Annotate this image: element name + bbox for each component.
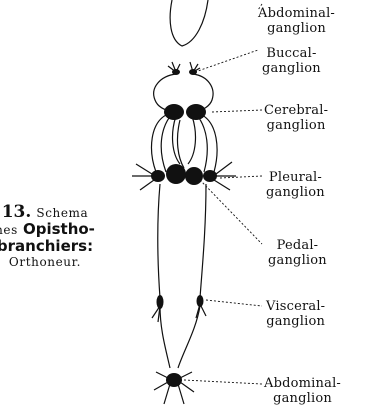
pedal-ganglion-right (185, 167, 203, 185)
pedal-ganglion-left (166, 164, 186, 184)
buccal-ganglion-right (189, 69, 197, 75)
label-buccal: Buccal- ganglion (262, 46, 321, 76)
caption-branchiers: branchiers: (0, 238, 120, 254)
figure-number: 13. (2, 202, 32, 222)
pleural-ganglion-right (203, 170, 217, 182)
cerebro-pleural-connective-right (200, 114, 217, 172)
leader-pedal (200, 180, 262, 244)
buccal-ganglion-left (172, 69, 180, 75)
figure-caption: 13. Schema nes Opistho- branchiers: Orth… (0, 204, 120, 270)
cerebro-pleural-connective-left (152, 114, 168, 172)
leader-visceral (206, 300, 262, 306)
caption-opistho: Opistho- (23, 220, 95, 238)
leader-buccal (195, 50, 258, 72)
cerebral-ganglion-right (186, 104, 206, 120)
visceral-ganglion-right (197, 295, 204, 307)
cerebral-ganglion-left (164, 104, 184, 120)
visceral-ganglion-left (157, 295, 164, 309)
label-pedal: Pedal- ganglion (268, 238, 327, 268)
abdominal-ganglion (166, 373, 182, 387)
pleural-ganglion-left (151, 170, 165, 182)
leader-abdominal-bottom (184, 380, 262, 384)
label-cerebral: Cerebral- ganglion (264, 103, 328, 133)
label-pleural: Pleural- ganglion (266, 170, 325, 200)
label-abdominal-top: Abdominal- ganglion (258, 6, 335, 36)
inset-loop-outline (170, 0, 208, 46)
leader-cerebral (212, 110, 262, 112)
visceral-loop-left (158, 184, 160, 298)
caption-schema: Schema (36, 206, 88, 220)
visceral-loop-right (200, 184, 206, 298)
caption-nes: nes (0, 223, 18, 237)
caption-orthoneur: Orthoneur. (0, 254, 120, 270)
label-visceral: Visceral- ganglion (266, 299, 325, 329)
label-abdominal-bottom: Abdominal- ganglion (264, 376, 341, 406)
